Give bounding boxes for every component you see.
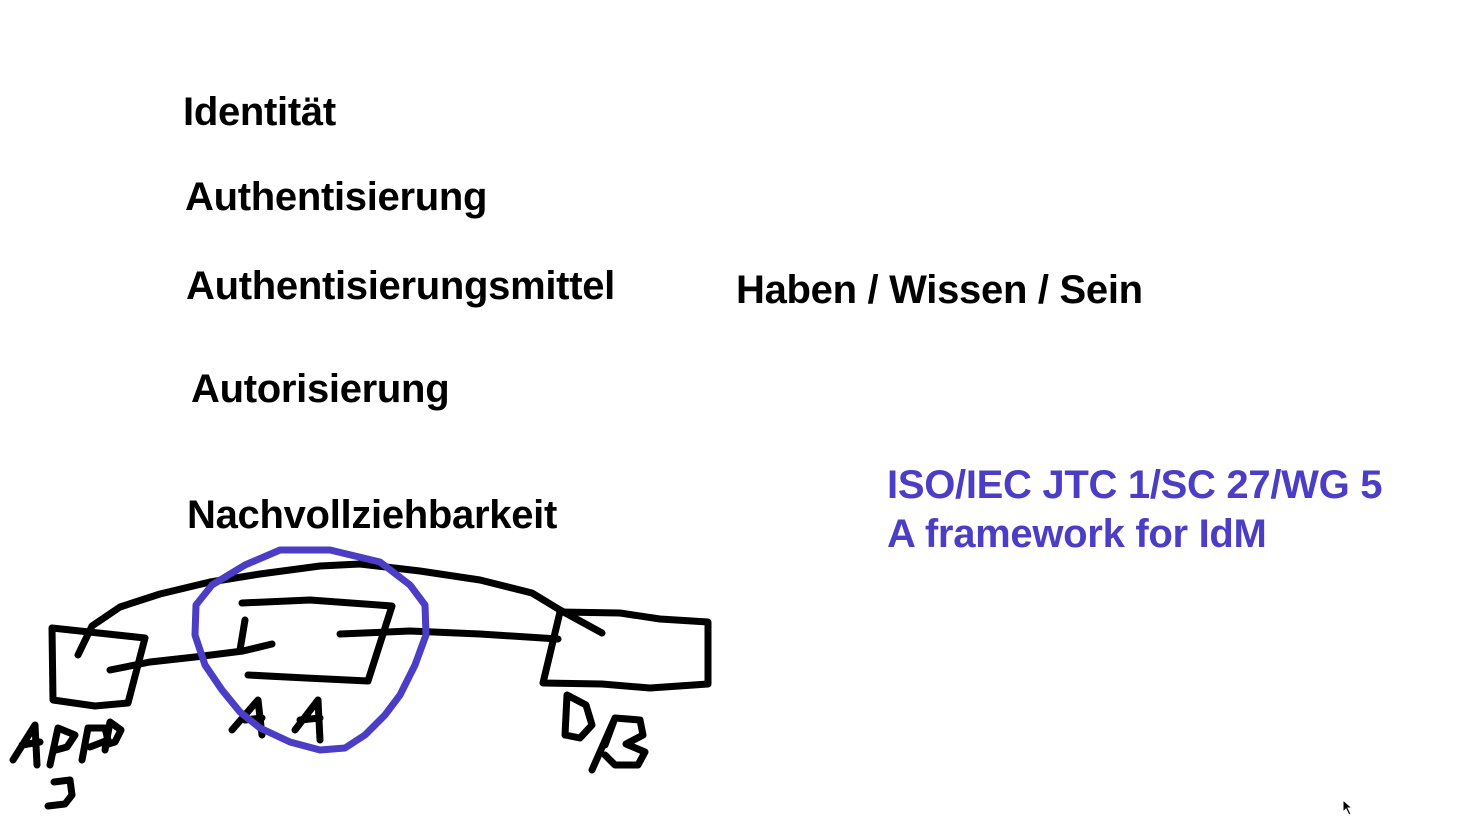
arc-apps-db (74, 560, 606, 659)
apps-box (48, 624, 149, 710)
apps-label-A (9, 721, 44, 769)
standard-reference-line1: ISO/IEC JTC 1/SC 27/WG 5 (887, 463, 1383, 507)
standard-reference-line2: A framework for IdM (887, 512, 1267, 556)
link-aa-db (336, 627, 562, 643)
apps-label-S (44, 776, 76, 810)
db-label-B (588, 714, 649, 774)
term-authentisierungsmittel: Authentisierungsmittel (186, 264, 615, 308)
aa-label-A2 (291, 696, 324, 744)
term-autorisierung: Autorisierung (191, 367, 450, 411)
mouse-cursor-icon (1342, 799, 1354, 816)
link-apps-aa (106, 640, 276, 674)
db-box (539, 608, 712, 692)
aa-label-A1 (228, 696, 266, 739)
term-authentisierung: Authentisierung (185, 175, 488, 219)
apps-label-P1 (46, 724, 79, 769)
aa-inner-stroke (236, 616, 249, 654)
apps-label-P2 (78, 724, 112, 764)
aa-highlight-circle (191, 546, 430, 754)
aa-box (238, 596, 396, 685)
db-label-D (561, 691, 596, 742)
term-identitaet: Identität (183, 90, 336, 134)
apps-label-P3 (101, 718, 125, 754)
term-nachvollziehbarkeit: Nachvollziehbarkeit (187, 493, 557, 537)
authentication-factors: Haben / Wissen / Sein (736, 268, 1143, 312)
